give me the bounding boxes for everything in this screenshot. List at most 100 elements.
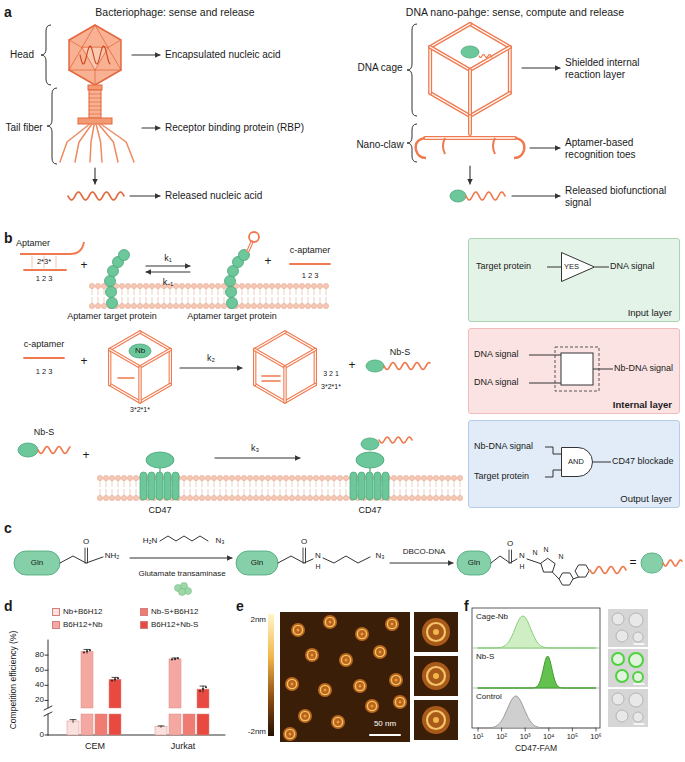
bar-chart-part bbox=[155, 727, 167, 735]
cage-release-illustration-part bbox=[283, 367, 286, 402]
cd47-blockade-illustration-part bbox=[301, 475, 306, 480]
scale-bar-label: 50 nm bbox=[374, 719, 396, 728]
cd47-blockade-illustration-part bbox=[181, 495, 186, 500]
afm-image-part bbox=[399, 701, 402, 704]
aptamer-binding-illustration-part bbox=[284, 297, 285, 304]
flow-cytometry-histograms-part bbox=[572, 728, 573, 731]
cd47-blockade-illustration-part bbox=[325, 495, 330, 500]
yes-gate: YES bbox=[561, 252, 595, 282]
bar-chart-part bbox=[48, 714, 49, 735]
atom-label: N bbox=[543, 546, 548, 554]
panel-letter: f bbox=[464, 598, 469, 614]
dna-nanophage-illustration-part bbox=[469, 116, 470, 134]
afm-image-part bbox=[427, 667, 445, 685]
afm-image-part bbox=[355, 627, 369, 641]
cd47-blockade-illustration-part bbox=[235, 495, 240, 500]
bar-chart-part bbox=[73, 720, 74, 723]
cd47-blockade-illustration-part bbox=[292, 480, 293, 487]
bar-chart-part bbox=[115, 677, 116, 681]
flow-cytometry-histograms-part bbox=[608, 649, 648, 687]
aptamer-binding-illustration-part bbox=[188, 297, 189, 304]
cage-release-illustration-part bbox=[138, 367, 141, 402]
cage-release-illustration-part bbox=[285, 385, 315, 403]
cage-release-illustration-part bbox=[366, 360, 384, 372]
cd47-blockade-illustration-part bbox=[127, 475, 132, 480]
cd47-blockade-illustration-part bbox=[250, 480, 251, 487]
cd47-blockade-illustration-part bbox=[106, 480, 107, 487]
gate-output: DNA signal bbox=[610, 261, 655, 271]
afm-image-part bbox=[291, 623, 305, 637]
aptamer-binding-illustration-part bbox=[194, 288, 195, 295]
conjugation-scheme-part bbox=[641, 553, 663, 573]
cd47-blockade-illustration-part bbox=[337, 475, 342, 480]
aptamer-binding-illustration-part bbox=[203, 283, 208, 288]
afm-image-part bbox=[285, 677, 299, 691]
afm-image-part bbox=[293, 625, 302, 634]
conjugation-scheme-part bbox=[559, 573, 573, 585]
aptamer-binding-illustration-part bbox=[134, 288, 135, 295]
gate-output: CD47 blockade bbox=[612, 456, 674, 466]
afm-image-part bbox=[291, 683, 294, 686]
atom-label: N bbox=[315, 551, 321, 560]
cd47-blockade-illustration-part bbox=[409, 475, 414, 480]
cd47-blockade-illustration-part bbox=[448, 480, 449, 487]
axis-title: Competition efficiency (%) bbox=[9, 631, 19, 730]
input-layer-panel: Input layer YES bbox=[468, 238, 680, 322]
conjugation-scheme-part bbox=[590, 567, 626, 574]
conjugation-scheme-part bbox=[130, 557, 232, 558]
cd47-blockade-illustration-part bbox=[229, 495, 234, 500]
aptamer-binding-illustration-part bbox=[296, 297, 297, 304]
aptamer-binding-illustration-part bbox=[248, 242, 252, 251]
afm-image-part bbox=[395, 679, 398, 682]
category-label: CEM bbox=[85, 741, 105, 751]
afm-image-part bbox=[318, 683, 332, 697]
bar-chart-part bbox=[203, 686, 204, 692]
cd47-blockade-illustration-part bbox=[310, 480, 311, 487]
cd47-blockade-illustration-part bbox=[310, 489, 311, 496]
cd47-blockade-illustration-part bbox=[418, 489, 419, 496]
aptamer-binding-illustration-part bbox=[164, 288, 165, 295]
bacteriophage-illustration-part bbox=[89, 94, 101, 95]
logic-wire bbox=[529, 355, 561, 356]
tick-label: 20 bbox=[35, 696, 44, 705]
cd47-blockade-illustration-part bbox=[346, 489, 347, 496]
aptamer-binding-illustration-part bbox=[251, 303, 256, 308]
cd47-blockade-illustration-part bbox=[265, 495, 270, 500]
layer-title: Input layer bbox=[628, 308, 672, 318]
afm-image-part bbox=[280, 612, 410, 742]
gate-input: DNA signal bbox=[474, 349, 519, 359]
conjugation-scheme-part bbox=[236, 551, 278, 575]
aptamer-binding-illustration-part bbox=[140, 288, 141, 295]
cd47-blockade-illustration-part bbox=[379, 437, 412, 443]
cd47-blockade-illustration-part bbox=[277, 475, 282, 480]
cd47-blockade-illustration-part bbox=[454, 480, 455, 487]
cd47-blockade-illustration-part bbox=[298, 489, 299, 496]
flow-cytometry-histograms-part bbox=[501, 728, 502, 731]
bar-chart-part bbox=[169, 714, 181, 735]
bacteriophage-illustration-part bbox=[41, 25, 51, 85]
cd47-blockade-illustration-part bbox=[451, 475, 456, 480]
cd47-blockade-illustration-part bbox=[358, 472, 365, 500]
aptamer-binding-illustration-part bbox=[257, 283, 262, 288]
cd47-blockade-illustration-part bbox=[442, 480, 443, 487]
cd47-blockade-illustration-part bbox=[316, 489, 317, 496]
afm-image-part bbox=[361, 633, 364, 636]
dna-nanophage-illustration-part bbox=[450, 190, 466, 202]
aptamer-binding-illustration-part bbox=[24, 269, 66, 271]
bacteriophage-illustration-part bbox=[94, 168, 95, 184]
cd47-blockade-illustration-part bbox=[136, 480, 137, 487]
conjugation-scheme-part bbox=[60, 556, 86, 563]
aptamer-binding-illustration-part bbox=[149, 303, 154, 308]
dna-nanophage-illustration-part bbox=[425, 136, 515, 140]
species-name: c-aptamer bbox=[24, 339, 65, 349]
aptamer-binding-illustration-part bbox=[95, 303, 100, 308]
gate-input: Target protein bbox=[474, 471, 529, 481]
aptamer-binding-illustration-part bbox=[158, 288, 159, 295]
aptamer-binding-illustration-part bbox=[197, 283, 202, 288]
gate-output: Nb-DNA signal bbox=[614, 363, 673, 373]
part-name: Head bbox=[10, 49, 34, 61]
aptamer-binding-illustration-part bbox=[323, 303, 328, 308]
cd47-blockade-illustration-part bbox=[445, 475, 450, 480]
sample-label: Cage-Nb bbox=[476, 612, 508, 621]
cd47-blockade-illustration-part bbox=[403, 475, 408, 480]
